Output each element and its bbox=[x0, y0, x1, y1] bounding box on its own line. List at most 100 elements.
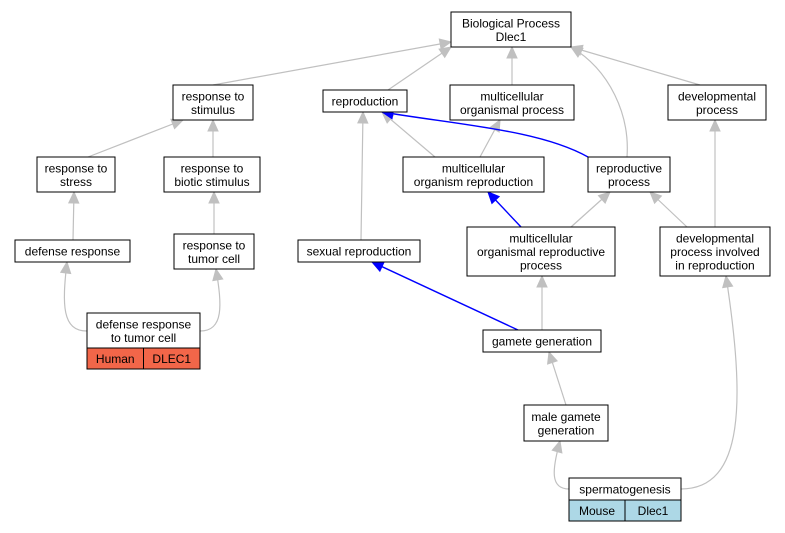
go-term-label: developmental bbox=[678, 89, 756, 103]
edge-resp-stress-to-resp-stim-arrowhead bbox=[170, 118, 185, 130]
go-term-label: organismal process bbox=[460, 103, 564, 117]
edge-resp-tumor-to-resp-biotic-arrowhead bbox=[208, 190, 220, 204]
go-term-label: response to bbox=[182, 89, 245, 103]
edge-gamete-to-multi-org-repro-proc-arrowhead bbox=[536, 274, 548, 288]
go-term-box bbox=[86, 312, 201, 349]
edge-resp-stim-to-bio-arrowhead bbox=[438, 38, 453, 50]
go-term-box bbox=[450, 11, 572, 48]
edge-spermato-to-dev-repro-arrowhead bbox=[722, 274, 734, 289]
annotation-species-label: Mouse bbox=[579, 504, 615, 518]
go-term-label: stress bbox=[60, 175, 92, 189]
edge-resp-biotic-to-resp-stim-arrowhead bbox=[207, 118, 219, 132]
go-term-label: developmental bbox=[676, 232, 754, 246]
go-term-label: multicellular bbox=[442, 161, 505, 175]
edge-repro-proc-to-bio-arrowhead bbox=[569, 46, 584, 58]
go-term-label: in reproduction bbox=[675, 259, 754, 273]
go-term-label: Dlec1 bbox=[496, 30, 527, 44]
go-term-label: process bbox=[520, 259, 562, 273]
edge-defense-tumor-to-resp-tumor-arrowhead bbox=[212, 267, 224, 282]
edge-defense-tumor-to-defense-arrowhead bbox=[59, 260, 72, 275]
go-term-label: defense response bbox=[25, 245, 121, 259]
edge-multi-org-proc-to-bio-arrowhead bbox=[506, 45, 518, 59]
edge-dev-repro-to-repro-proc-arrowhead bbox=[649, 191, 663, 205]
edge-gamete-to-sexual bbox=[371, 261, 519, 331]
edge-dev-proc-to-bio bbox=[570, 46, 701, 86]
go-term-label: organism reproduction bbox=[414, 175, 533, 189]
go-term-label: biotic stimulus bbox=[174, 175, 249, 189]
go-term-label: spermatogenesis bbox=[579, 483, 670, 497]
go-term-label: response to bbox=[45, 161, 108, 175]
go-term-label: Biological Process bbox=[462, 16, 560, 30]
edge-dev-repro-to-dev-proc-arrowhead bbox=[709, 118, 721, 132]
edges-layer bbox=[59, 38, 738, 490]
edge-repro-proc-to-reproduction bbox=[381, 111, 589, 158]
annotation-gene-cell bbox=[143, 347, 201, 370]
go-term-box bbox=[297, 239, 421, 263]
go-term-gamete[interactable]: gamete generation bbox=[482, 329, 602, 353]
edge-multi-org-repro-to-reproduction bbox=[381, 111, 436, 158]
go-term-label: sexual reproduction bbox=[307, 245, 412, 259]
edge-defense-to-resp-stress-arrowhead bbox=[67, 190, 80, 204]
edge-defense-tumor-to-defense bbox=[63, 261, 88, 332]
go-term-box bbox=[667, 84, 767, 121]
go-term-box bbox=[482, 329, 602, 353]
go-term-reproduction[interactable]: reproduction bbox=[322, 89, 408, 113]
go-term-box bbox=[173, 233, 255, 270]
edge-reproduction-to-bio-arrowhead bbox=[438, 46, 452, 59]
go-term-box bbox=[466, 226, 616, 277]
go-term-box bbox=[322, 89, 408, 113]
edge-sexual-to-reproduction-arrowhead bbox=[357, 110, 369, 124]
go-term-box bbox=[163, 156, 261, 193]
go-term-label: stimulus bbox=[191, 103, 235, 117]
go-term-label: response to bbox=[183, 238, 246, 252]
edge-male-gamete-to-gamete-arrowhead bbox=[547, 350, 559, 365]
go-term-label: reproductive bbox=[596, 161, 662, 175]
go-term-label: process bbox=[696, 103, 738, 117]
go-term-label: male gamete bbox=[531, 410, 601, 424]
go-term-label: process bbox=[608, 175, 650, 189]
go-term-label: multicellular bbox=[480, 89, 543, 103]
go-term-label: tumor cell bbox=[188, 252, 240, 266]
edge-resp-stim-to-bio bbox=[212, 41, 452, 86]
go-term-sexual[interactable]: sexual reproduction bbox=[297, 239, 421, 263]
go-term-label: gamete generation bbox=[492, 335, 592, 349]
edge-multi-org-repro-proc-to-repro-proc-arrowhead bbox=[597, 191, 611, 204]
go-term-box bbox=[172, 84, 254, 121]
go-term-box bbox=[14, 239, 131, 263]
edge-spermato-to-dev-repro bbox=[680, 275, 738, 490]
edge-spermato-to-male-gamete-arrowhead bbox=[551, 439, 563, 454]
edge-sexual-to-reproduction bbox=[360, 111, 364, 241]
go-term-label: multicellular bbox=[509, 232, 572, 246]
go-term-defense[interactable]: defense response bbox=[14, 239, 131, 263]
annotation-gene-label: Dlec1 bbox=[638, 504, 669, 518]
go-term-label: response to bbox=[181, 161, 244, 175]
go-term-box bbox=[402, 156, 545, 193]
go-term-label: reproduction bbox=[332, 95, 399, 109]
annotation-species-label: Human bbox=[96, 352, 135, 366]
go-term-label: organismal reproductive bbox=[477, 245, 605, 259]
annotation-gene-cell bbox=[624, 499, 682, 522]
annotation-gene-label: DLEC1 bbox=[152, 352, 191, 366]
edge-repro-proc-to-bio bbox=[570, 46, 628, 158]
edge-resp-stress-to-resp-stim bbox=[87, 119, 184, 158]
go-term-box bbox=[36, 156, 116, 193]
go-term-label: to tumor cell bbox=[111, 331, 176, 345]
go-term-box bbox=[523, 404, 609, 442]
go-term-box bbox=[449, 84, 575, 121]
